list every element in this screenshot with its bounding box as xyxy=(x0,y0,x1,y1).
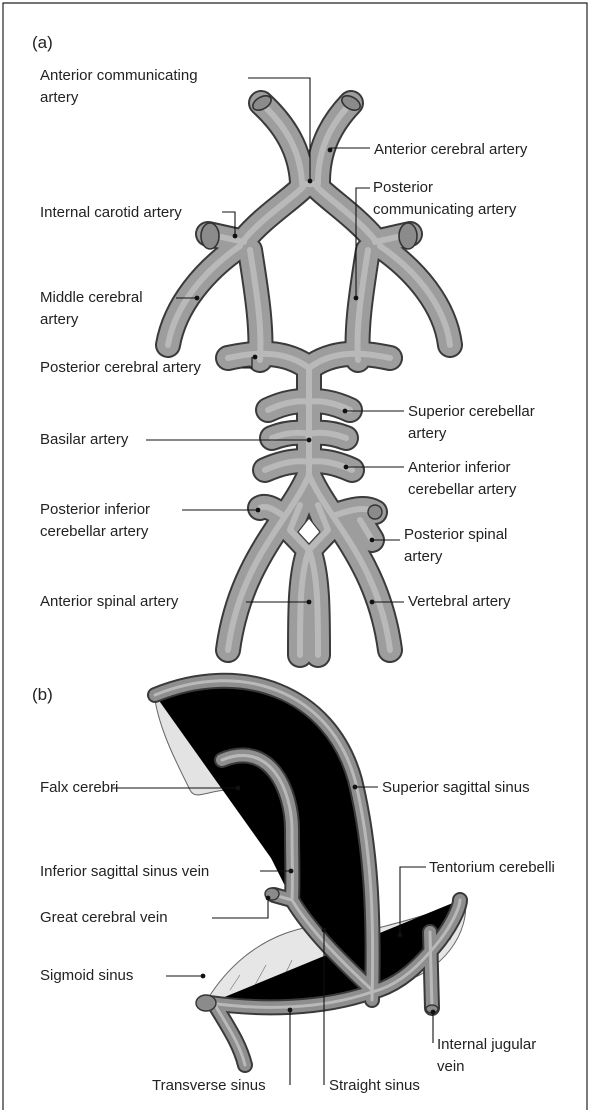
label-falx-cerebri: Falx cerebri xyxy=(40,779,118,796)
label-superior-cerebellar-line2: artery xyxy=(408,425,447,442)
label-posterior-communicating-line2: communicating artery xyxy=(373,201,517,218)
label-anterior-cerebral-artery: Anterior cerebral artery xyxy=(374,141,528,158)
label-anterior-inferior-cerebellar-line1: Anterior inferior xyxy=(408,459,511,476)
label-middle-cerebral-line2: artery xyxy=(40,311,79,328)
label-posterior-spinal-line1: Posterior spinal xyxy=(404,526,507,543)
label-vertebral-artery: Vertebral artery xyxy=(408,593,511,610)
label-superior-sagittal-sinus: Superior sagittal sinus xyxy=(382,779,530,796)
label-posterior-inferior-cerebellar-line2: cerebellar artery xyxy=(40,523,149,540)
label-anterior-inferior-cerebellar-line2: cerebellar artery xyxy=(408,481,517,498)
label-basilar-artery: Basilar artery xyxy=(40,431,129,448)
label-anterior-spinal-artery: Anterior spinal artery xyxy=(40,593,179,610)
label-anterior-communicating-line2: artery xyxy=(40,89,79,106)
label-internal-jugular-line2: vein xyxy=(437,1058,465,1075)
arterial-circle xyxy=(168,93,450,655)
label-internal-jugular-line1: Internal jugular xyxy=(437,1036,536,1053)
label-posterior-cerebral-artery: Posterior cerebral artery xyxy=(40,359,201,376)
label-posterior-spinal-line2: artery xyxy=(404,548,443,565)
label-sigmoid-sinus: Sigmoid sinus xyxy=(40,967,133,984)
label-posterior-inferior-cerebellar-line1: Posterior inferior xyxy=(40,501,150,518)
panel-a-label: (a) xyxy=(32,33,53,52)
label-internal-carotid-artery: Internal carotid artery xyxy=(40,204,182,221)
label-inferior-sagittal-sinus-vein: Inferior sagittal sinus vein xyxy=(40,863,209,880)
label-posterior-communicating-line1: Posterior xyxy=(373,179,433,196)
label-great-cerebral-vein: Great cerebral vein xyxy=(40,909,168,926)
label-tentorium-cerebelli: Tentorium cerebelli xyxy=(429,859,555,876)
label-middle-cerebral-line1: Middle cerebral xyxy=(40,289,143,306)
label-transverse-sinus: Transverse sinus xyxy=(152,1077,266,1094)
panel-b-label: (b) xyxy=(32,685,53,704)
label-straight-sinus: Straight sinus xyxy=(329,1077,420,1094)
label-superior-cerebellar-line1: Superior cerebellar xyxy=(408,403,535,420)
label-anterior-communicating-line1: Anterior communicating xyxy=(40,67,198,84)
